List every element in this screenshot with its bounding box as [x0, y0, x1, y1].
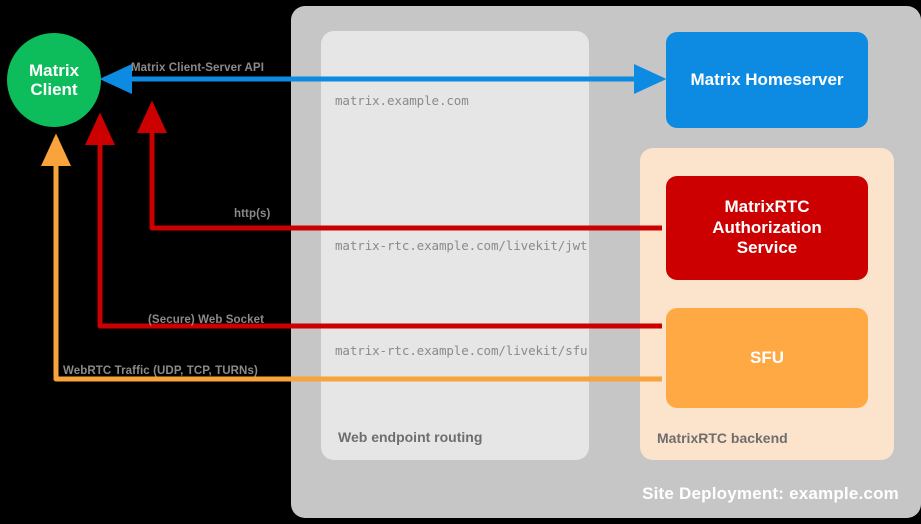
web-endpoint-routing-panel: matrix.example.com matrix-rtc.example.co… — [321, 31, 589, 460]
auth-label-line1: MatrixRTC — [724, 197, 810, 217]
edge-label-web-socket: (Secure) Web Socket — [148, 314, 265, 326]
endpoint-label-livekit-jwt: matrix-rtc.example.com/livekit/jwt — [335, 238, 588, 253]
edge-webrtc-traffic — [41, 133, 662, 382]
endpoint-label-livekit-sfu: matrix-rtc.example.com/livekit/sfu — [335, 343, 588, 358]
edge-label-webrtc-traffic: WebRTC Traffic (UDP, TCP, TURNs) — [63, 365, 258, 377]
matrix-client-label-line2: Client — [30, 80, 78, 99]
matrix-homeserver-node[interactable]: Matrix Homeserver — [666, 32, 868, 128]
endpoint-label-matrix: matrix.example.com — [335, 93, 469, 108]
sfu-node[interactable]: SFU — [666, 308, 868, 408]
matrixrtc-backend-label: MatrixRTC backend — [657, 430, 788, 446]
edge-sfu-websocket — [85, 112, 662, 329]
matrix-client-label-line1: Matrix — [28, 60, 80, 80]
auth-label-line2: Authorization — [712, 217, 822, 237]
edge-label-client-server-api: Matrix Client-Server API — [131, 62, 264, 74]
site-deployment-label: Site Deployment: example.com — [642, 484, 899, 503]
web-endpoint-routing-label: Web endpoint routing — [338, 429, 483, 445]
edge-jwt-http — [137, 100, 662, 231]
matrix-client-node[interactable]: Matrix Client — [7, 33, 101, 127]
sfu-label: SFU — [750, 348, 784, 367]
auth-label-line3: Service — [736, 238, 798, 258]
edge-label-http: http(s) — [234, 208, 271, 220]
matrix-homeserver-label: Matrix Homeserver — [690, 70, 844, 89]
matrixrtc-authorization-service-node[interactable]: MatrixRTC Authorization Service — [666, 176, 868, 280]
